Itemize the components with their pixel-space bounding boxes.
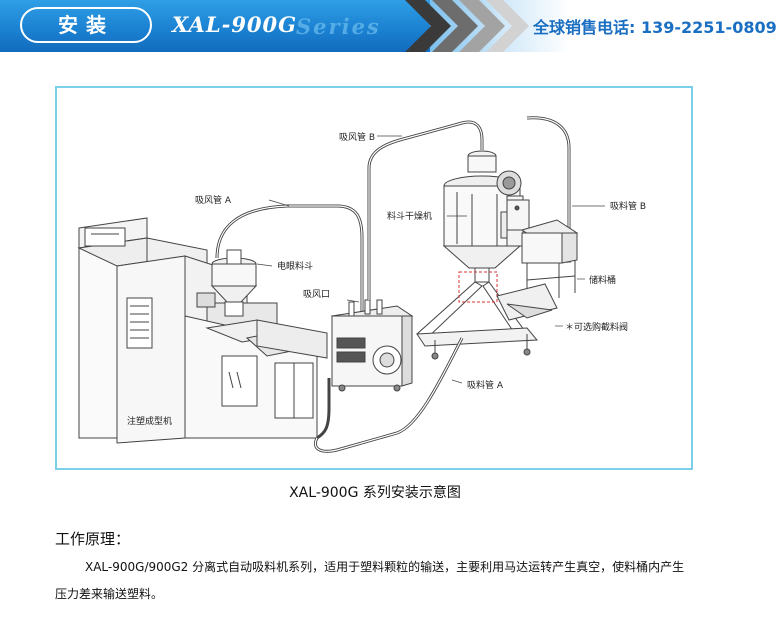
electric-hopper-illustration	[196, 249, 258, 317]
injection-machine-illustration	[77, 217, 328, 444]
header-banner: 安装 XAL-900G Series 全球销售电话: 139-2251-0809	[0, 0, 777, 52]
series-label: Series	[296, 14, 381, 39]
diagram-caption: XAL-900G 系列安装示意图	[289, 485, 461, 501]
label-suction-material-pipe-a: 吸料管 A	[467, 379, 504, 391]
principle-text: XAL-900G/900G2 分离式自动吸料机系列，适用于塑料颗粒的输送，主要利…	[55, 560, 685, 601]
dryer-control-box-illustration	[506, 199, 530, 231]
model-name: XAL-900G	[172, 12, 298, 37]
vacuum-blower-illustration	[330, 299, 414, 392]
hopper-dryer-illustration	[416, 150, 539, 360]
label-injection-machine: 注塑成型机	[127, 415, 172, 427]
hotline-number: 139-2251-0809	[640, 18, 777, 37]
storage-bin-illustration	[520, 219, 579, 298]
label-suction-pipe-b-right: 吸料管 B	[610, 200, 646, 212]
hotline-label: 全球销售电话:	[533, 18, 636, 37]
installation-diagram: 吸风管 B 吸风管 A 料斗干燥机 吸料管 B 电眼料斗 储料桶 吸风口 ＊可选…	[77, 116, 646, 453]
section-title: 安装	[58, 13, 114, 37]
chevron-decoration-icon	[405, 0, 529, 52]
label-optional-valve: ＊可选购截料阀	[565, 321, 628, 333]
label-electric-hopper: 电眼料斗	[277, 260, 313, 272]
section-title-pill: 安装	[20, 7, 152, 43]
label-suction-pipe-b-top: 吸风管 B	[339, 131, 375, 143]
principle-title: 工作原理：	[55, 530, 131, 548]
label-suction-port: 吸风口	[303, 289, 330, 300]
sales-hotline: 全球销售电话: 139-2251-0809	[533, 14, 777, 38]
label-hopper-dryer: 料斗干燥机	[387, 210, 432, 222]
label-storage-bin: 储料桶	[589, 274, 616, 286]
label-suction-pipe-a: 吸风管 A	[195, 194, 232, 206]
